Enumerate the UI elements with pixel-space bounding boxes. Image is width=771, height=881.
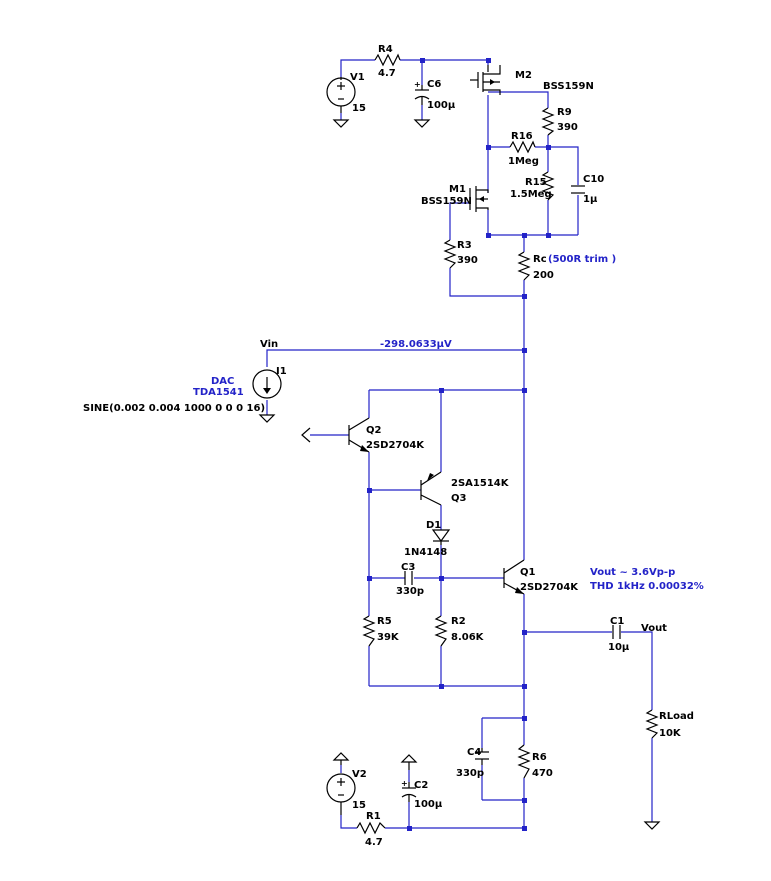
note-dac-model: TDA1541: [193, 387, 244, 398]
note-dac: DAC: [211, 376, 234, 387]
label-r3: R3: [457, 240, 472, 251]
value-c6: 100µ: [427, 100, 456, 111]
label-r9: R9: [557, 107, 572, 118]
resistor-r1: [356, 821, 386, 835]
value-v1: 15: [352, 103, 366, 114]
label-r6: R6: [532, 752, 547, 763]
label-r2: R2: [451, 616, 466, 627]
label-v1: V1: [350, 72, 365, 83]
transistor-q1: [503, 559, 525, 595]
value-r1: 4.7: [365, 837, 383, 848]
transistor-q3: [420, 471, 442, 506]
resistor-r9: [541, 107, 555, 136]
wires: [266, 59, 653, 829]
value-v2: 15: [352, 800, 366, 811]
resistor-r2: [434, 615, 448, 647]
svg-text:+: +: [414, 80, 421, 89]
resistor-r4: [374, 53, 401, 67]
label-r4: R4: [378, 44, 393, 55]
label-c3: C3: [401, 562, 415, 573]
resistor-r5: [362, 615, 376, 647]
model-q3: 2SA1514K: [451, 478, 510, 489]
label-v2: V2: [352, 769, 367, 780]
value-r4: 4.7: [378, 68, 396, 79]
supply-arrow-v2: [332, 752, 350, 765]
model-m1: BSS159N: [421, 196, 472, 207]
labels: V1 15 R4 4.7 C6 100µ M2 BSS159N R9 390 R…: [83, 44, 704, 848]
label-c4: C4: [467, 747, 481, 758]
label-r1: R1: [366, 811, 381, 822]
voltage-source-v1: [326, 77, 356, 113]
value-i1: SINE(0.002 0.004 1000 0 0 0 16): [83, 403, 265, 414]
label-rload: RLoad: [659, 711, 694, 722]
value-r9: 390: [557, 122, 578, 133]
ground-symbol-v1: [332, 119, 350, 128]
label-m1: M1: [449, 184, 466, 195]
label-r15: R15: [525, 177, 547, 188]
model-d1: 1N4148: [404, 547, 447, 558]
resistor-r3: [443, 239, 457, 269]
label-q3: Q3: [451, 493, 467, 504]
label-d1: D1: [426, 520, 441, 531]
voltage-source-v2: [326, 773, 356, 815]
label-c1: C1: [610, 616, 624, 627]
model-q1: 2SD2704K: [520, 582, 579, 593]
value-r6: 470: [532, 768, 553, 779]
mosfet-m2: [470, 65, 501, 95]
value-c3: 330p: [396, 586, 424, 597]
model-m2: BSS159N: [543, 81, 594, 92]
diode-d1: [431, 529, 451, 545]
label-q2: Q2: [366, 425, 382, 436]
capacitor-c4: [475, 748, 489, 765]
resistor-r15: [541, 171, 555, 201]
value-r15: 1.5Meg: [510, 189, 552, 200]
value-c2: 100µ: [414, 799, 443, 810]
label-c2: C2: [414, 780, 428, 791]
current-source-i1: [252, 369, 282, 399]
capacitor-c2: +: [401, 779, 417, 802]
ground-symbol-i1: [258, 414, 276, 423]
capacitor-c3: [404, 571, 413, 585]
vin-voltage-readout: -298.0633µV: [380, 339, 452, 350]
label-q1: Q1: [520, 567, 536, 578]
capacitor-c10: [571, 185, 585, 194]
label-c10: C10: [583, 174, 604, 185]
ground-symbol-c6: [413, 119, 431, 128]
model-q2: 2SD2704K: [366, 440, 425, 451]
junctions: [367, 58, 551, 831]
value-c1: 10µ: [608, 642, 630, 653]
value-r16: 1Meg: [508, 156, 539, 167]
value-c4: 330p: [456, 768, 484, 779]
label-m2: M2: [515, 70, 532, 81]
value-rload: 10K: [659, 728, 682, 739]
label-r16: R16: [511, 131, 533, 142]
value-c10: 1µ: [583, 194, 598, 205]
label-vout: Vout: [641, 623, 667, 634]
ground-symbol-rload: [643, 821, 661, 830]
value-r5: 39K: [377, 632, 400, 643]
resistor-rc: [517, 251, 531, 281]
output-port-q2: [301, 427, 311, 443]
resistor-rload: [645, 709, 659, 739]
svg-text:+: +: [401, 779, 408, 788]
transistor-q2: [348, 417, 370, 453]
label-i1: I1: [276, 366, 287, 377]
capacitor-c6: +: [414, 80, 430, 105]
resistor-r16: [509, 140, 536, 154]
supply-arrow-c2: [400, 754, 418, 770]
resistor-r6: [517, 744, 531, 779]
value-r3: 390: [457, 255, 478, 266]
value-r2: 8.06K: [451, 632, 485, 643]
label-r5: R5: [377, 616, 392, 627]
capacitor-c1: [612, 625, 621, 639]
note-rc-trim: (500R trim ): [548, 254, 616, 265]
mosfet-m1: [469, 186, 489, 212]
label-c6: C6: [427, 79, 441, 90]
value-rc: 200: [533, 270, 554, 281]
label-vin: Vin: [260, 339, 278, 350]
label-rc: Rc: [533, 254, 547, 265]
note-thd: THD 1kHz 0.00032%: [590, 581, 704, 592]
note-vout-swing: Vout ~ 3.6Vp-p: [590, 567, 675, 578]
